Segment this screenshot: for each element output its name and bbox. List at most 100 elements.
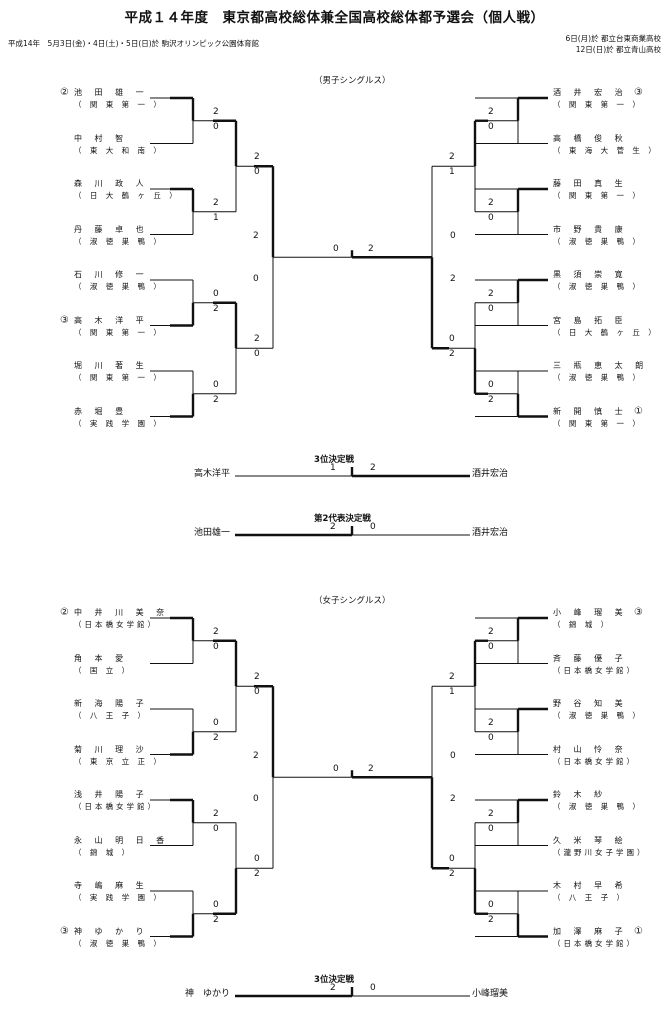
women-right-player-name: 久 米 琴 絵: [553, 835, 628, 845]
men-left-player-name: 中 村 智: [74, 133, 129, 143]
women-left-r2-score-bottom: 2: [254, 869, 260, 880]
men-second-rep-score-right: 0: [370, 522, 376, 532]
women-left-sf-score-bottom: 0: [253, 794, 259, 805]
women-right-sf-score-bottom: 2: [450, 794, 456, 805]
women-third-place-right-name: 小峰瑠美: [472, 989, 509, 999]
women-left-player-school: （ 淑 徳 巣 鴨 ）: [74, 938, 164, 948]
women-right-player-school: （日本橋女学館）: [553, 756, 637, 766]
women-right-player-name: 加 澤 麻 子: [553, 926, 628, 936]
men-right-r1-score-bottom: 2: [488, 394, 494, 405]
men-right-player-school: （ 関 東 第 一 ）: [553, 418, 643, 428]
women-third-place-score-right: 0: [370, 983, 376, 993]
women-right-player-school: （瀧野川女子学園）: [553, 847, 648, 857]
women-right-player-name: 野 谷 知 美: [553, 699, 628, 708]
women-section-label: （女子シングルス）: [314, 596, 391, 606]
men-left-r2-score-bottom: 0: [254, 349, 260, 360]
women-left-r1-score-top: 2: [213, 626, 219, 637]
women-right-player-school: （ 八 王 子 ）: [553, 893, 628, 902]
women-right-player-name: 鈴 木 紗: [553, 790, 608, 799]
women-left-player-name: 菊 川 理 沙: [74, 744, 149, 754]
women-right-player-school: （ 淑 徳 巣 鴨 ）: [553, 711, 643, 720]
women-left-player-school: （ 八 王 子 ）: [74, 711, 149, 720]
men-left-r2-score-top: 2: [254, 334, 260, 345]
men-section-label: （男子シングルス）: [314, 76, 391, 86]
men-left-r1-score-top: 0: [213, 288, 219, 299]
men-right-player-school: （ 東 海 大 菅 生 ）: [553, 145, 659, 155]
women-left-player-name: 中 井 川 美 奈: [74, 608, 170, 617]
men-left-player-name: 赤 堀 豊: [74, 406, 129, 416]
women-left-player-school: （ 実 践 学 園 ）: [74, 893, 164, 902]
men-right-player-school: （ 関 東 第 一 ）: [553, 191, 643, 200]
men-left-player-name: 堀 川 著 生: [74, 361, 149, 370]
men-third-place-score-right: 2: [370, 463, 376, 473]
men-left-player-school: （ 関 東 第 一 ）: [74, 327, 164, 337]
men-right-player-name: 宮 島 拓 臣: [553, 315, 628, 325]
women-right-seed: ③: [634, 607, 643, 618]
women-right-r1-score-bottom: 0: [488, 732, 494, 743]
women-right-r2-score-top: 0: [449, 854, 455, 865]
men-left-player-school: （ 実 践 学 園 ）: [74, 418, 164, 428]
men-third-place-left-name: 高木洋平: [193, 469, 230, 479]
men-third-place-label: 3位決定戦: [314, 455, 354, 465]
men-right-r1-score-top: 2: [488, 288, 494, 299]
men-right-r1-score-top: 2: [488, 106, 494, 117]
women-left-seed: ②: [60, 607, 69, 618]
women-third-place-score-left: 2: [330, 983, 336, 993]
women-right-player-name: 斉 藤 優 子: [553, 653, 628, 663]
women-left-player-name: 永 山 明 日 香: [74, 835, 170, 845]
men-left-player-school: （ 東 大 和 南 ）: [74, 145, 164, 155]
men-right-seed: ①: [634, 405, 643, 417]
men-second-rep-left-name: 池田雄一: [193, 528, 230, 538]
event-dates-right-1: 6日(月)於 都立台東商業高校: [565, 34, 661, 43]
women-right-r2-score-bottom: 2: [449, 869, 455, 880]
women-right-player-name: 木 村 早 希: [553, 881, 628, 890]
women-left-player-name: 角 本 愛: [74, 653, 129, 663]
women-left-r2-score-bottom: 0: [254, 687, 260, 698]
men-right-r1-score-bottom: 0: [488, 121, 494, 132]
men-left-r2-score-top: 2: [254, 152, 260, 163]
men-left-player-name: 高 木 洋 平: [74, 315, 149, 325]
women-left-r2-score-top: 0: [254, 854, 260, 865]
page-title: 平成１４年度 東京都高校総体兼全国高校総体都予選会（個人戦）: [124, 10, 545, 26]
men-right-player-school: （ 淑 徳 巣 鴨 ）: [553, 373, 643, 382]
women-third-place-left-name: 神 ゆかり: [184, 989, 230, 999]
men-right-player-name: 市 野 貴 康: [553, 224, 628, 234]
men-left-r1-score-bottom: 0: [213, 121, 219, 132]
men-right-sf-score-top: 0: [450, 231, 456, 242]
men-left-seed: ②: [60, 87, 69, 98]
men-second-rep-score-left: 2: [330, 522, 336, 532]
women-left-r2-score-top: 2: [254, 672, 260, 683]
men-left-r1-score-top: 2: [213, 197, 219, 208]
women-right-r1-score-top: 2: [488, 626, 494, 637]
men-right-r2-score-bottom: 1: [449, 167, 455, 178]
men-left-player-school: （ 関 東 第 一 ）: [74, 373, 164, 382]
women-right-player-name: 村 山 怜 奈: [553, 744, 628, 754]
men-left-sf-score-top: 2: [253, 231, 259, 242]
women-right-sf-score-top: 0: [450, 751, 456, 762]
women-left-player-school: （日本橋女学館）: [74, 802, 158, 811]
men-right-player-school: （ 関 東 第 一 ）: [553, 100, 643, 109]
women-left-player-name: 浅 井 陽 子: [74, 790, 149, 799]
men-third-place-right-name: 酒井宏治: [472, 469, 509, 479]
women-left-player-name: 新 海 陽 子: [74, 699, 149, 708]
men-left-r1-score-bottom: 1: [213, 212, 219, 223]
men-right-r1-score-top: 2: [488, 197, 494, 208]
women-left-r1-score-top: 0: [213, 717, 219, 728]
men-right-r2-score-top: 2: [449, 152, 455, 163]
men-second-rep-label: 第2代表決定戦: [314, 514, 371, 524]
women-left-r1-score-top: 2: [213, 808, 219, 819]
men-right-player-name: 三 瓶 恵 太 朗: [553, 361, 649, 370]
women-left-seed: ③: [60, 925, 69, 937]
men-left-player-school: （ 淑 徳 巣 鴨 ）: [74, 236, 164, 246]
men-left-r1-score-bottom: 2: [213, 394, 219, 405]
women-left-player-school: （ 国 立 ）: [74, 665, 133, 675]
women-final-score-left: 0: [333, 764, 339, 775]
men-right-player-name: 新 開 慎 士: [553, 406, 628, 416]
men-left-player-school: （ 日 大 鶴 ヶ 丘 ）: [74, 191, 180, 200]
women-right-r1-score-bottom: 0: [488, 823, 494, 834]
women-right-r2-score-top: 2: [449, 672, 455, 683]
women-left-r1-score-bottom: 0: [213, 641, 219, 652]
women-right-player-school: （ 錦 城 ）: [553, 620, 612, 629]
men-right-sf-score-bottom: 2: [450, 274, 456, 285]
